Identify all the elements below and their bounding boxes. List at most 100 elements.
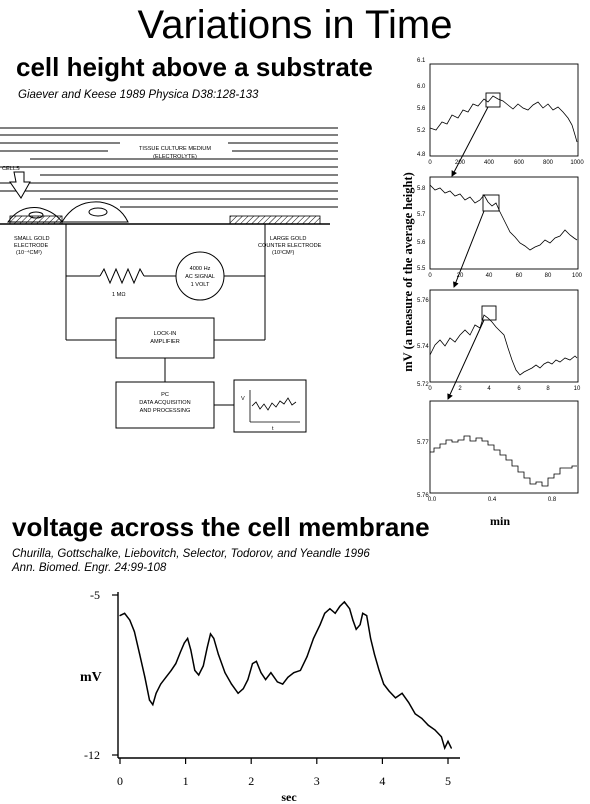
panel-1-xtick-4: 800 xyxy=(543,160,554,166)
counter-electrode-label: COUNTER ELECTRODE xyxy=(258,243,322,249)
mini-plot-v-label: V xyxy=(241,396,245,402)
voltage-data-point-23 xyxy=(217,653,219,656)
panel-3-xtick-0: 0 xyxy=(428,386,432,392)
right-panels-xlabel: min xyxy=(490,514,510,528)
panel-1-xtick-0: 0 xyxy=(428,160,432,166)
panel-1-xtick-3: 600 xyxy=(514,160,525,166)
pc-box xyxy=(115,381,215,429)
voltage-data-point-9 xyxy=(160,683,162,685)
small-electrode-area: (10⁻⁴CM²) xyxy=(16,249,42,256)
voltage-data-point-15 xyxy=(187,637,189,640)
panel-4-xtick-1: 0.4 xyxy=(488,497,497,503)
voltage-data-point-62 xyxy=(421,717,423,720)
large-electrode-area: (10¹CM²) xyxy=(272,250,295,256)
chart-xtick-label-5: 5 xyxy=(445,774,451,788)
voltage-data-point-5 xyxy=(144,676,146,678)
mini-plot-trace xyxy=(251,397,297,411)
panel-3-xtick-4: 8 xyxy=(546,386,550,392)
section-heading-cell-height: cell height above a substrate xyxy=(16,52,373,82)
chart-ylabel: mV xyxy=(80,670,102,685)
voltage-data-point-17 xyxy=(194,669,196,672)
voltage-data-point-36 xyxy=(287,676,289,678)
voltage-data-point-7 xyxy=(152,704,154,706)
voltage-data-point-33 xyxy=(270,672,272,674)
processing-label: AND PROCESSING xyxy=(140,408,191,414)
voltage-data-point-57 xyxy=(388,690,390,692)
voltage-data-point-32 xyxy=(265,679,267,681)
panel-1-ytick-1: 5.6 xyxy=(417,106,426,112)
panel-1-ytick-top: 6.1 xyxy=(417,58,426,64)
lock-in-amplifier-box xyxy=(115,317,215,359)
voltage-series-points xyxy=(119,601,452,749)
voltage-data-point-63 xyxy=(427,724,429,726)
panel-1-xtick-1: 200 xyxy=(455,160,466,166)
zoom-arrows xyxy=(447,106,489,400)
panel-4-xtick-2: 0.8 xyxy=(548,497,557,503)
voltage-data-point-2 xyxy=(129,619,131,621)
panel-1-ytick-0: 6.0 xyxy=(417,84,426,90)
voltage-data-point-18 xyxy=(198,674,200,676)
panel-4 xyxy=(429,400,579,494)
panel-4-xtick-0: 0.0 xyxy=(428,497,437,503)
voltage-data-point-30 xyxy=(255,660,257,662)
electrolyte-lines xyxy=(0,127,338,208)
voltage-data-point-12 xyxy=(175,663,177,665)
circuit-wires xyxy=(65,224,266,406)
voltage-data-point-60 xyxy=(408,701,410,704)
panel-3-xtick-1: 2 xyxy=(458,386,462,392)
panel-2-xtick-3: 60 xyxy=(516,273,523,279)
voltage-data-point-46 xyxy=(343,601,345,603)
large-electrode-label: LARGE GOLD xyxy=(270,236,306,242)
voltage-data-point-53 xyxy=(370,637,372,640)
panel-2-xtick-0: 0 xyxy=(428,273,432,279)
chart-xtick-label-4: 4 xyxy=(379,774,385,788)
voltage-data-point-34 xyxy=(276,681,278,683)
small-electrode-label-2: ELECTRODE xyxy=(14,243,48,249)
voltage-data-point-10 xyxy=(165,676,167,678)
page-title: Variations in Time xyxy=(137,3,453,47)
voltage-data-point-58 xyxy=(394,697,397,699)
voltage-data-point-67 xyxy=(447,740,449,742)
voltage-data-point-37 xyxy=(293,672,295,674)
panel-1-xtick-5: 1000 xyxy=(570,160,584,166)
panel-4-ytick-0: 5.77 xyxy=(417,440,429,446)
panel-2-xtick-2: 40 xyxy=(486,273,493,279)
right-panels-ylabel: mV (a measure of the average height) xyxy=(401,172,415,372)
resistor-label: 1 MΩ xyxy=(112,292,126,298)
voltage-data-point-39 xyxy=(306,656,308,658)
small-electrode-label: SMALL GOLD xyxy=(14,236,50,242)
voltage-data-point-3 xyxy=(133,631,135,633)
voltage-data-point-43 xyxy=(329,608,331,610)
voltage-data-point-29 xyxy=(251,663,254,665)
panel-2-ytick-0: 5.8 xyxy=(417,186,426,192)
voltage-data-point-22 xyxy=(213,637,215,640)
voltage-data-point-21 xyxy=(209,633,212,635)
panel-1-ytick-3: 4.8 xyxy=(417,152,426,158)
panel-1 xyxy=(429,63,579,157)
chart-xtick-label-0: 0 xyxy=(117,774,123,788)
voltage-data-point-26 xyxy=(237,692,239,694)
large-gold-electrode xyxy=(229,215,321,225)
voltage-data-point-8 xyxy=(155,692,157,694)
panel-1-xtick-2: 400 xyxy=(484,160,495,166)
voltage-data-point-1 xyxy=(124,612,126,614)
panel-1-ytick-2: 5.2 xyxy=(417,128,426,134)
chart-xtick-label-2: 2 xyxy=(248,774,254,788)
voltage-data-point-56 xyxy=(383,683,385,685)
ecis-schematic: TISSUE CULTURE MEDIUM (ELECTROLYTE) CELL… xyxy=(0,127,338,433)
voltage-data-point-45 xyxy=(339,605,341,608)
panel-3-ytick-1: 5.74 xyxy=(417,344,429,350)
amplifier-label: AMPLIFIER xyxy=(150,339,180,345)
voltage-data-point-41 xyxy=(319,624,321,626)
panel-2-ytick-2: 5.6 xyxy=(417,240,426,246)
panel-3-xtick-2: 4 xyxy=(487,386,491,392)
voltage-data-point-0 xyxy=(119,615,121,617)
voltage-data-point-42 xyxy=(324,612,326,614)
voltage-data-point-38 xyxy=(299,669,301,672)
chart-ytick-bottom: -12 xyxy=(84,748,100,762)
voltage-data-point-19 xyxy=(202,665,204,667)
resistor-icon xyxy=(99,267,145,285)
